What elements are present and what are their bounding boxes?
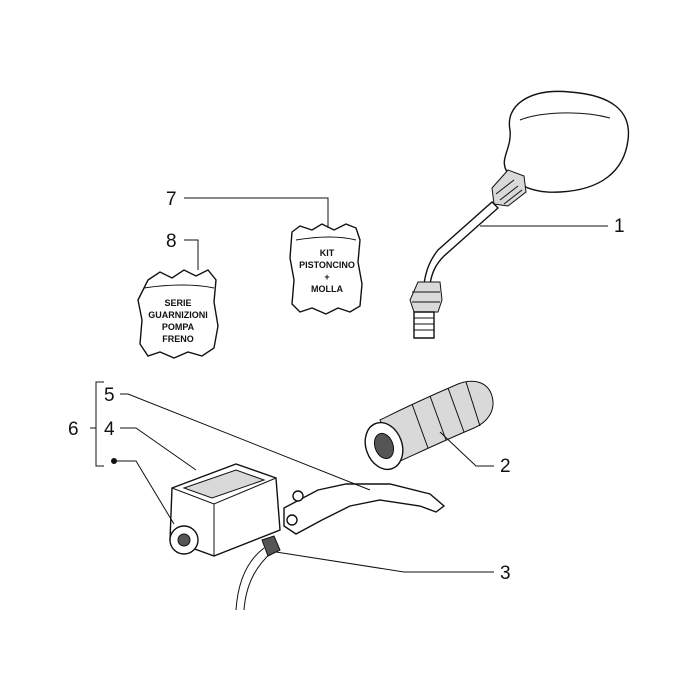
callout-4: 4: [104, 419, 115, 440]
callout-2: 2: [500, 456, 511, 477]
handlebar-grip: [364, 380, 494, 471]
mirror-thread: [413, 311, 435, 339]
callout-7: 7: [166, 189, 177, 210]
mirror-head: [503, 90, 630, 193]
mirror-lower-boot: [409, 281, 443, 313]
callout-numbers: 1 2 3 4 5 6 7 8: [68, 189, 625, 584]
mirror-stem: [423, 201, 500, 285]
bag-kit-line1: KIT: [320, 248, 335, 258]
callout-6: 6: [68, 419, 79, 440]
callout-8: 8: [166, 231, 177, 252]
bag-seals-line1: SERIE: [164, 298, 191, 308]
brake-master-cylinder: [169, 463, 281, 557]
bag-seals-line4: FRENO: [162, 334, 194, 344]
leader-lines: [90, 197, 608, 573]
mirror-assembly: [409, 90, 630, 339]
kit-pistoncino-bag: KIT PISTONCINO + MOLLA: [289, 223, 363, 315]
brake-hose: [235, 535, 281, 611]
callout-3: 3: [500, 563, 511, 584]
bag-seals-line2: GUARNIZIONI: [148, 310, 208, 320]
bag-kit-line3: +: [324, 272, 329, 282]
serie-guarnizioni-bag: SERIE GUARNIZIONI POMPA FRENO: [137, 269, 219, 359]
callout-5: 5: [104, 385, 115, 406]
bag-seals-line3: POMPA: [162, 322, 195, 332]
brake-lever: [283, 483, 446, 535]
bag-kit-line2: PISTONCINO: [299, 260, 355, 270]
callout-1: 1: [614, 216, 625, 237]
bag-kit-line4: MOLLA: [311, 284, 343, 294]
